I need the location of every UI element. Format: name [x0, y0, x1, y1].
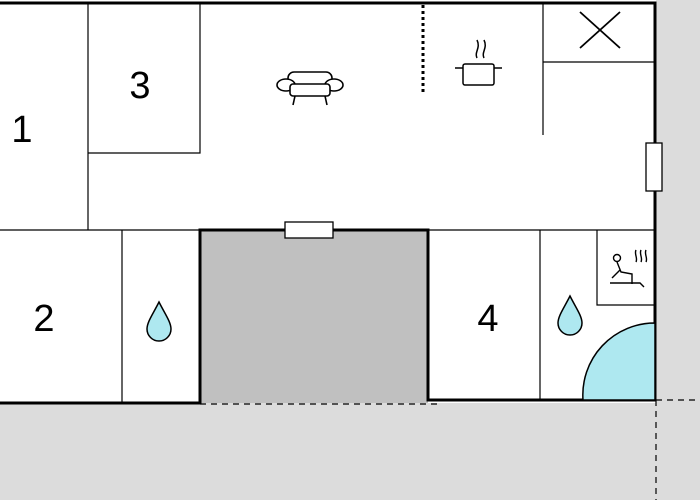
water-drop-icon: [146, 300, 172, 342]
terrace-right: [656, 0, 700, 500]
outer-wall: [0, 1, 657, 405]
interior-walls: [0, 3, 655, 403]
room-label-1: 1: [11, 109, 32, 151]
sofa-icon: [276, 71, 344, 106]
cross-icon: [579, 11, 621, 49]
sauna-icon: [610, 249, 648, 288]
room-label-3: 3: [129, 65, 150, 107]
window-right: [645, 142, 663, 192]
terrace-outline: [200, 399, 700, 500]
room-label-2: 2: [33, 298, 54, 340]
cooking-pot-icon: [455, 39, 502, 86]
window-top: [284, 221, 334, 239]
shower-icon: [582, 322, 656, 401]
terrace-bottom: [0, 403, 700, 500]
garage-area: [200, 230, 428, 403]
room-label-4: 4: [477, 298, 498, 340]
water-drop-icon: [557, 294, 583, 336]
